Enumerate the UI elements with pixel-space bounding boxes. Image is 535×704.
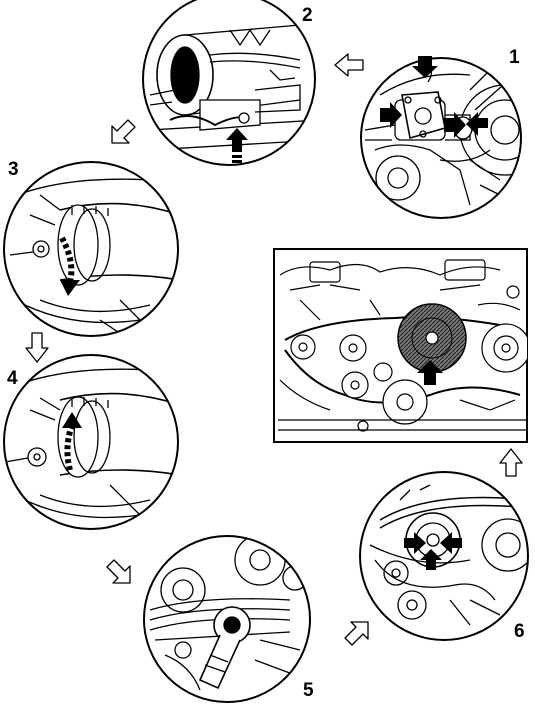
flow-arrow-icon <box>344 621 369 646</box>
step-number-2: 2 <box>302 5 313 26</box>
dashed-curved-arrow-icon <box>59 236 80 296</box>
solid-arrow-icon <box>380 56 488 138</box>
belt-overview-box <box>273 248 528 443</box>
flow-arrow-icon <box>106 559 131 584</box>
step-2-detail <box>142 0 316 166</box>
flow-arrow-icon <box>499 448 523 477</box>
step-number-3: 3 <box>8 159 19 180</box>
flow-arrow-icon <box>111 119 136 144</box>
step-number-6: 6 <box>514 621 525 642</box>
step-5-detail <box>143 535 311 703</box>
step-number-5: 5 <box>303 680 314 701</box>
flow-arrow-icon <box>334 53 364 77</box>
step-1-detail <box>360 56 522 219</box>
step-3-detail <box>3 161 179 337</box>
dashed-curved-arrow-icon <box>62 412 82 471</box>
flow-arrow-icon <box>25 332 49 363</box>
solid-arrow-icon <box>404 532 462 570</box>
step-4-detail <box>3 354 179 530</box>
solid-arrow-icon <box>417 360 443 385</box>
step-number-1: 1 <box>509 47 520 68</box>
step-6-detail <box>359 471 529 641</box>
step-number-4: 4 <box>7 368 18 389</box>
solid-arrow-icon <box>226 128 248 163</box>
